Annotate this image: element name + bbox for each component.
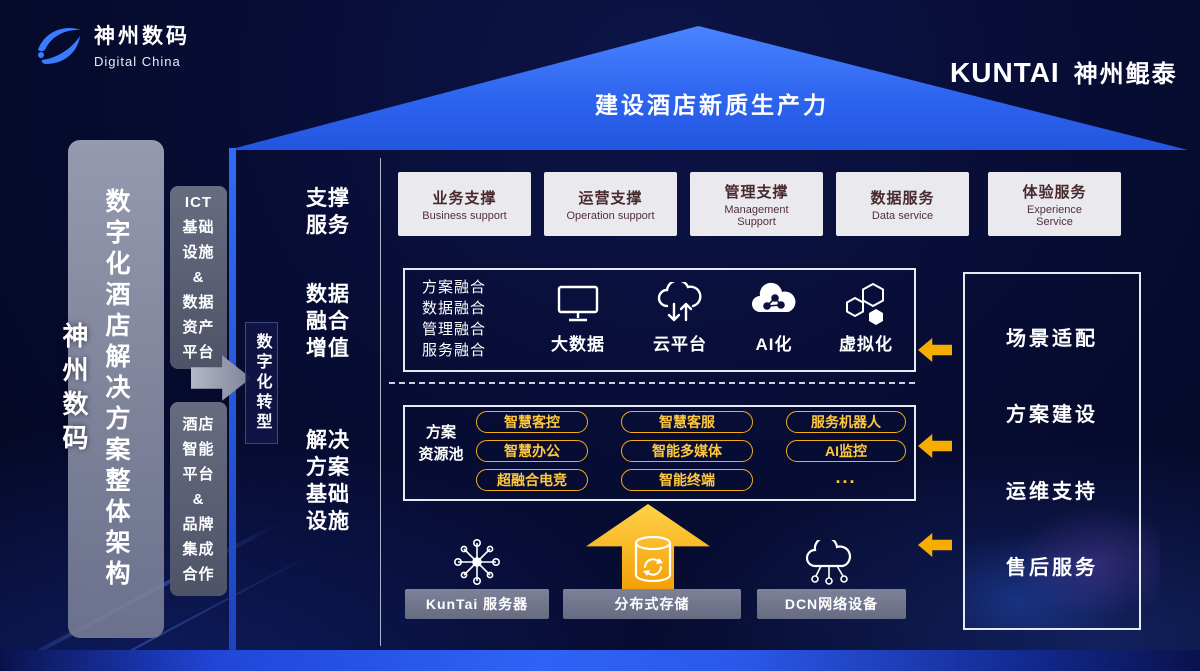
fusion-item-label: 虚拟化 — [839, 335, 893, 354]
service-item-aftersale: 售后服务 — [1006, 557, 1098, 580]
solution-pool-label: 方案 资源池 — [418, 424, 464, 463]
support-box-title: 运营支撑 — [578, 189, 643, 207]
fusion-item-bigdata: 大数据 — [526, 282, 630, 355]
fusion-item-label: AI化 — [755, 335, 793, 354]
support-box-subtitle: Operation support — [566, 209, 655, 222]
service-item-scene: 场景适配 — [1006, 327, 1098, 350]
solution-pill: 智能多媒体 — [621, 440, 753, 462]
service-item-ops: 运维支持 — [1006, 480, 1098, 503]
solution-pill: 超融合电竞 — [476, 469, 588, 491]
digital-china-logo: 神州数码 Digital China — [34, 20, 190, 69]
hotel-platform-box: 酒店 智能 平台 & 品牌 集成 合作 — [170, 402, 227, 596]
support-box-subtitle: Management Support — [724, 203, 789, 228]
support-box-title: 体验服务 — [1022, 183, 1087, 201]
hardware-label-kuntai-server: KunTai 服务器 — [405, 589, 549, 619]
digital-china-name-en: Digital China — [94, 54, 181, 69]
solution-pill: 服务机器人 — [786, 411, 906, 433]
circuit-texture — [965, 480, 1160, 630]
kuntai-server-icon — [452, 537, 502, 592]
digital-transformation-box: 数字化转型 — [245, 322, 278, 444]
solution-pool-box — [403, 405, 916, 501]
left-brand-vertical-label: 神州数码 — [59, 322, 89, 458]
dashed-divider — [389, 382, 915, 384]
fusion-row-label: 数据 融合 增值 — [306, 283, 350, 360]
fusion-type-list: 方案融合 数据融合 管理融合 服务融合 — [422, 279, 487, 359]
support-box-experience: 体验服务 Experience Service — [988, 172, 1121, 236]
fusion-item-label: 云平台 — [653, 335, 707, 354]
ai-cloud-icon — [748, 282, 800, 326]
left-arrow-icon — [918, 434, 952, 458]
service-panel: 场景适配 方案建设 运维支持 售后服务 — [963, 272, 1141, 630]
solution-pill: AI监控 — [786, 440, 906, 462]
support-box-business: 业务支撑 Business support — [398, 172, 531, 236]
service-item-build: 方案建设 — [1006, 404, 1098, 427]
solution-pill-grid: 智慧客控 智慧客服 服务机器人 智慧办公 智能多媒体 AI监控 超融合电竞 智能… — [476, 411, 906, 491]
data-fusion-box — [403, 268, 916, 372]
distributed-storage-icon — [626, 533, 680, 594]
left-arrow-icon — [918, 533, 952, 557]
virtualization-icon — [842, 282, 890, 326]
house-left-wall — [229, 148, 236, 651]
hardware-label-distributed-storage: 分布式存储 — [563, 589, 741, 619]
dcn-network-icon — [802, 536, 858, 591]
kuntai-wordmark: KUNTAI — [950, 57, 1060, 88]
fusion-item-cloud: 云平台 — [628, 282, 732, 355]
solution-pill: 智能终端 — [621, 469, 753, 491]
architecture-pillar-label: 数字化酒店解决方案整体架构 — [102, 187, 130, 591]
kuntai-logo: KUNTAI 神州鲲泰 — [950, 54, 1178, 89]
digital-transformation-label: 数字化转型 — [253, 333, 271, 433]
support-box-title: 管理支撑 — [724, 183, 789, 201]
solution-pill: 智慧客服 — [621, 411, 753, 433]
hotel-platform-label: 酒店 智能 平台 & 品牌 集成 合作 — [182, 415, 215, 583]
support-row-label: 支撑 服务 — [306, 187, 350, 237]
support-box-subtitle: Business support — [422, 209, 507, 222]
support-box-title: 业务支撑 — [432, 189, 497, 207]
kuntai-name-cn: 神州鲲泰 — [1073, 61, 1178, 88]
solution-pill: 智慧客控 — [476, 411, 588, 433]
ict-data-platform-box: ICT 基础 设施 & 数据 资产 平台 — [170, 186, 227, 369]
big-data-monitor-icon — [555, 282, 601, 326]
support-box-data: 数据服务 Data service — [836, 172, 969, 236]
support-box-management: 管理支撑 Management Support — [690, 172, 823, 236]
support-box-subtitle: Data service — [871, 209, 934, 222]
solution-pill-ellipsis: ... — [835, 467, 857, 487]
ict-data-platform-label: ICT 基础 设施 & 数据 资产 平台 — [182, 194, 215, 361]
digital-china-name-cn: 神州数码 — [94, 25, 190, 48]
cloud-platform-icon — [655, 282, 705, 326]
fusion-item-virtualization: 虚拟化 — [814, 282, 918, 355]
support-box-title: 数据服务 — [870, 189, 935, 207]
support-box-operation: 运营支撑 Operation support — [544, 172, 677, 236]
digital-china-swoosh-icon — [38, 27, 81, 64]
architecture-pillar: 数字化酒店解决方案整体架构 — [68, 140, 164, 638]
fusion-item-label: 大数据 — [551, 335, 605, 354]
solution-pill: 智慧办公 — [476, 440, 588, 462]
main-title: 建设酒店新质生产力 — [595, 92, 829, 118]
vertical-divider — [380, 158, 381, 646]
fusion-item-ai: AI化 — [722, 282, 826, 355]
solution-row-label: 解决 方案 基础 设施 — [306, 429, 350, 533]
support-box-subtitle: Experience Service — [1026, 203, 1083, 228]
bottom-light-band — [0, 650, 1200, 671]
left-arrow-icon — [918, 338, 952, 362]
hardware-label-dcn-network: DCN网络设备 — [757, 589, 906, 619]
